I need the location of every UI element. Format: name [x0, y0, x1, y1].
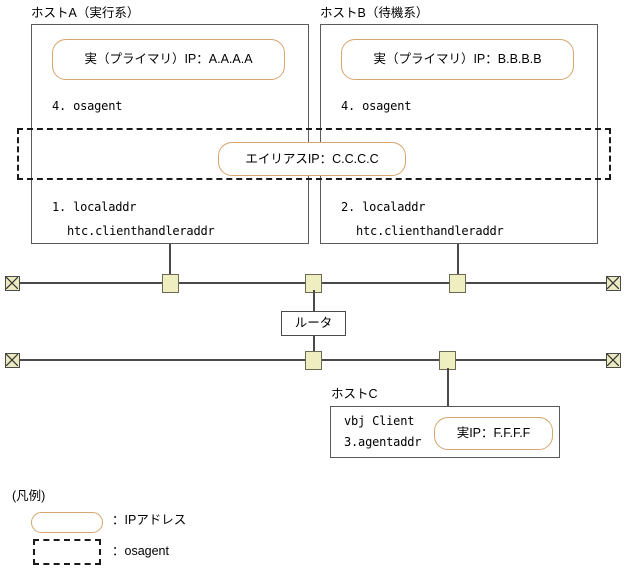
router-lower-link	[313, 336, 315, 360]
host-b-osagent-label: 4. osagent	[341, 99, 412, 113]
host-c-caption: ホストC	[331, 387, 378, 401]
host-a-primary-ip-pill: 実（プライマリ）IP：A.A.A.A	[52, 39, 285, 80]
host-a-primary-ip-label: 実（プライマリ）IP：A.A.A.A	[84, 52, 253, 66]
host-c-agentaddr-label: 3.agentaddr	[344, 435, 422, 449]
alias-ip-pill: エイリアスIP：C.C.C.C	[218, 142, 406, 176]
router-box: ルータ	[281, 311, 346, 336]
host-c-real-ip-pill: 実IP：F.F.F.F	[434, 417, 553, 450]
upper-bus-left-terminator-icon	[5, 276, 20, 291]
legend-title: (凡例)	[12, 489, 46, 503]
host-b-localaddr-label: 2. localaddr	[341, 200, 426, 214]
host-a-caption: ホストA（実行系）	[31, 6, 140, 20]
lower-bus-node-router	[305, 351, 322, 370]
host-c-real-ip-label: 実IP：F.F.F.F	[456, 426, 531, 440]
host-c-client-label: vbj Client	[344, 414, 415, 428]
host-b-clienthandleraddr-label: htc.clienthandleraddr	[356, 224, 504, 238]
upper-bus-node-host-a	[162, 274, 179, 293]
lower-bus-right-terminator-icon	[606, 353, 621, 368]
lower-bus-left-terminator-icon	[5, 353, 20, 368]
host-a-localaddr-label: 1. localaddr	[52, 200, 137, 214]
upper-bus-right-terminator-icon	[606, 276, 621, 291]
host-a-box	[31, 24, 309, 244]
router-label: ルータ	[294, 316, 333, 330]
alias-ip-label: エイリアスIP：C.C.C.C	[245, 151, 379, 166]
legend-osagent-label: ：osagent	[112, 544, 169, 558]
host-a-clienthandleraddr-label: htc.clienthandleraddr	[67, 224, 215, 238]
host-b-primary-ip-label: 実（プライマリ）IP：B.B.B.B	[373, 52, 542, 66]
osagent-dashed-region	[17, 128, 611, 180]
host-b-primary-ip-pill: 実（プライマリ）IP：B.B.B.B	[341, 39, 574, 80]
upper-bus-node-host-b	[449, 274, 466, 293]
host-a-osagent-label: 4. osagent	[52, 99, 123, 113]
router-upper-link	[313, 290, 315, 312]
host-b-box	[320, 24, 598, 244]
legend-ip-label: ：IPアドレス	[112, 513, 187, 527]
host-b-bus-droplink	[457, 244, 459, 284]
host-c-bus-droplink	[447, 368, 449, 406]
host-b-caption: ホストB（待機系）	[320, 6, 429, 20]
legend-osagent-dashed-swatch	[33, 539, 101, 565]
host-a-bus-droplink	[169, 244, 171, 284]
host-c-box	[330, 406, 560, 458]
legend-ip-pill-swatch	[31, 512, 103, 533]
